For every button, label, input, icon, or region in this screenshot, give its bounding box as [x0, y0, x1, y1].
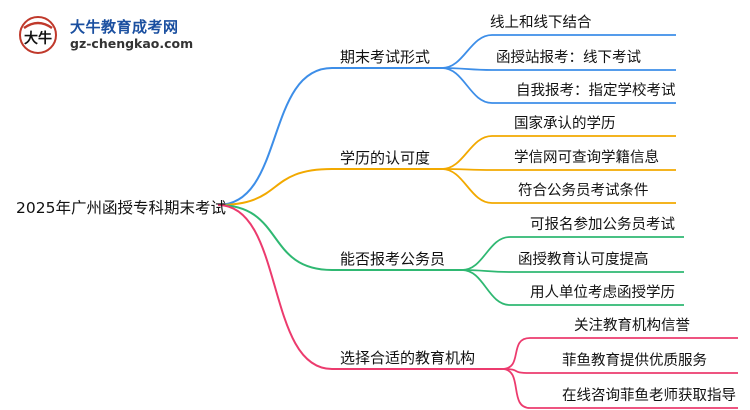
leaf-label: 学信网可查询学籍信息 — [514, 149, 659, 166]
mindmap-nodes: 2025年广州函授专科期末考试 期末考试形式 线上和线下结合函授站报考：线下考试自我… — [16, 14, 736, 404]
branch-connector — [217, 168, 333, 206]
leaf-label: 线上和线下结合 — [490, 14, 592, 31]
leaf-connector — [501, 368, 531, 409]
branch-connector — [217, 204, 333, 370]
leaf-connector — [461, 236, 511, 271]
leaf-label: 函授教育认可度提高 — [518, 251, 649, 268]
branch-label: 期末考试形式 — [340, 48, 430, 66]
leaf-connector — [441, 67, 493, 104]
leaf-label: 用人单位考虑函授学历 — [530, 284, 675, 301]
leaf-label: 关注教育机构信誉 — [574, 317, 690, 334]
branch-connector — [217, 67, 333, 206]
leaf-label: 在线咨询菲鱼老师获取指导 — [562, 386, 736, 404]
leaf-connector — [461, 269, 511, 306]
logo-name: 大牛教育成考网 — [70, 18, 179, 36]
branch-label: 能否报考公务员 — [340, 250, 445, 268]
leaf-label: 自我报考：指定学校考试 — [516, 82, 676, 99]
leaf-label: 符合公务员考试条件 — [518, 182, 649, 199]
branch-label: 学历的认可度 — [340, 149, 430, 167]
branch-connector — [217, 204, 333, 271]
branch-label: 选择合适的教育机构 — [340, 349, 475, 367]
leaf-connector — [441, 34, 493, 69]
leaf-connector — [501, 337, 531, 370]
leaf-connector — [441, 135, 493, 170]
mindmap-links — [217, 34, 738, 409]
site-logo[interactable]: 大牛 大牛教育成考网 gz-chengkao.com — [18, 14, 228, 56]
logo-mark-icon: 大牛 — [19, 16, 57, 54]
leaf-label: 菲鱼教育提供优质服务 — [562, 351, 707, 369]
root-title: 2025年广州函授专科期末考试 — [16, 199, 226, 217]
logo-mark-text: 大牛 — [24, 30, 52, 47]
logo-url: gz-chengkao.com — [70, 36, 194, 51]
leaf-connector — [441, 168, 493, 204]
leaf-label: 可报名参加公务员考试 — [530, 216, 675, 233]
leaf-label: 函授站报考：线下考试 — [496, 49, 641, 66]
leaf-label: 国家承认的学历 — [514, 115, 616, 132]
